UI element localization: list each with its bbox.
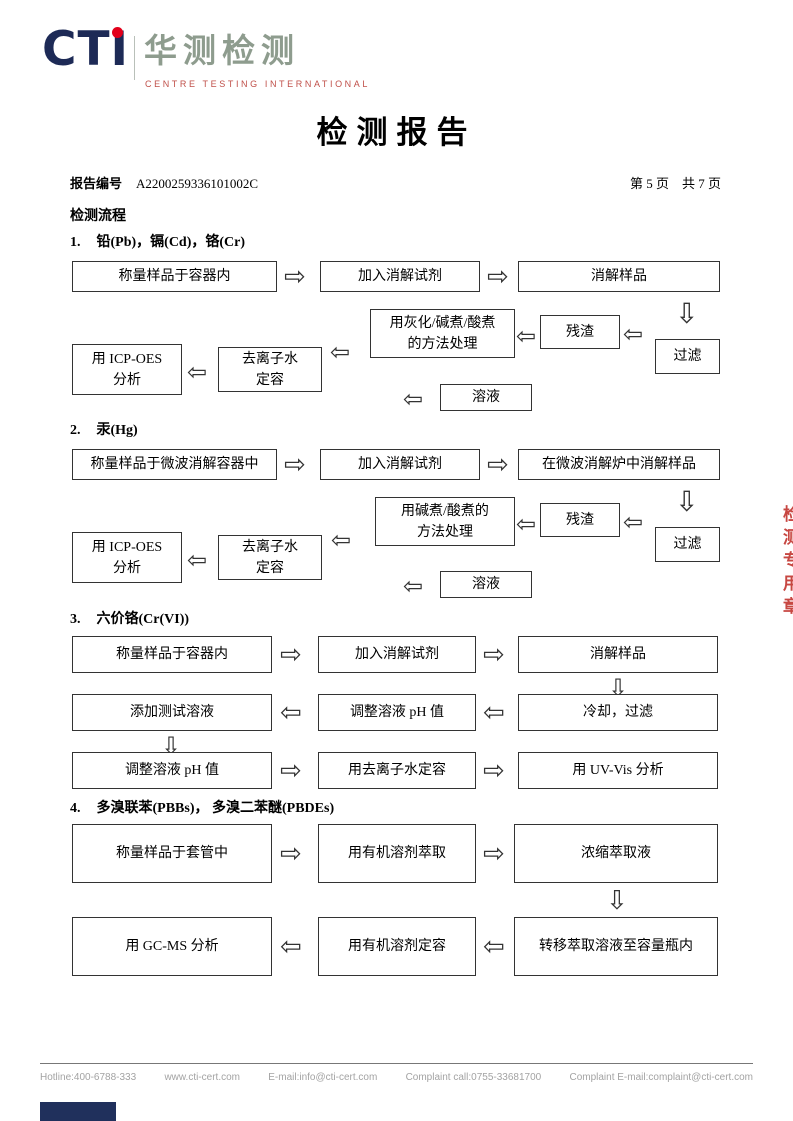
arrow-right-icon: ⇨ (483, 756, 505, 786)
fc1-residue-box: 残渣 (540, 315, 620, 349)
fc1-solution-box: 溶液 (440, 384, 532, 411)
arrow-left-icon: ⇦ (280, 932, 302, 962)
arrow-left-icon: ⇦ (330, 338, 351, 366)
fc4-heading: 4. 多溴联苯(PBBs)， 多溴二苯醚(PBDEs) (70, 797, 334, 817)
fc3-add-test-solution-box: 添加测试溶液 (72, 694, 272, 731)
fc1-digest-box: 消解样品 (518, 261, 720, 292)
footer-complaint-email: Complaint E-mail:complaint@cti-cert.com (569, 1072, 753, 1083)
arrow-right-icon: ⇨ (483, 640, 505, 670)
fc2-add-reagent-box: 加入消解试剂 (320, 449, 480, 480)
arrow-left-icon: ⇦ (187, 358, 208, 386)
footer-divider (40, 1063, 753, 1064)
arrow-left-icon: ⇦ (623, 508, 644, 536)
fc3-adjust-ph-box: 调整溶液 pH 值 (318, 694, 476, 731)
fc4-concentrate-box: 浓缩萃取液 (514, 824, 718, 883)
fc2-treat-box: 用碱煮/酸煮的 方法处理 (375, 497, 515, 546)
fc1-heading: 1. 铅(Pb)，镉(Cd)，铬(Cr) (70, 231, 245, 251)
fc2-heading: 2. 汞(Hg) (70, 419, 138, 439)
footer-website: www.cti-cert.com (164, 1072, 240, 1083)
fc2-analyze-box: 用 ICP-OES 分析 (72, 532, 182, 583)
footer: Hotline:400-6788-333 www.cti-cert.com E-… (40, 1072, 753, 1083)
arrow-left-icon: ⇦ (483, 698, 505, 728)
fc4-dilute-box: 用有机溶剂定容 (318, 917, 476, 976)
fc4-weigh-box: 称量样品于套管中 (72, 824, 272, 883)
arrow-right-icon: ⇨ (487, 450, 509, 480)
arrow-left-icon: ⇦ (623, 320, 644, 348)
arrow-down-icon: ⇩ (675, 485, 699, 518)
logo-divider (134, 36, 135, 80)
footer-hotline: Hotline:400-6788-333 (40, 1072, 137, 1083)
fc2-heading-number: 2. (70, 423, 81, 438)
fc2-weigh-box: 称量样品于微波消解容器中 (72, 449, 277, 480)
fc2-digest-box: 在微波消解炉中消解样品 (518, 449, 720, 480)
cti-logo-dot-icon (112, 27, 123, 38)
fc1-treat-box: 用灰化/碱煮/酸煮 的方法处理 (370, 309, 515, 358)
fc1-analyze-box: 用 ICP-OES 分析 (72, 344, 182, 395)
fc3-dilute-box: 用去离子水定容 (318, 752, 476, 789)
arrow-left-icon: ⇦ (403, 572, 424, 600)
arrow-left-icon: ⇦ (331, 526, 352, 554)
footer-complaint-call: Complaint call:0755-33681700 (405, 1072, 542, 1083)
cti-logo-chinese: 华测检测 (144, 32, 300, 69)
fc4-heading-number: 4. (70, 801, 81, 816)
fc1-filter-box: 过滤 (655, 339, 720, 374)
section-title: 检测流程 (70, 209, 126, 224)
report-number-value: A2200259336101002C (136, 176, 259, 191)
report-number-label: 报告编号 (70, 176, 123, 191)
arrow-right-icon: ⇨ (280, 640, 302, 670)
fc3-cool-filter-box: 冷却，过滤 (518, 694, 718, 731)
arrow-left-icon: ⇦ (516, 322, 537, 350)
fc3-heading: 3. 六价铬(Cr(VI)) (70, 608, 189, 628)
red-stamp: 检测专用章 (780, 505, 793, 620)
report-number-row: 报告编号 A2200259336101002C (70, 173, 258, 192)
fc1-add-reagent-box: 加入消解试剂 (320, 261, 480, 292)
fc2-filter-box: 过滤 (655, 527, 720, 562)
arrow-right-icon: ⇨ (483, 839, 505, 869)
cti-logo-subtitle: CENTRE TESTING INTERNATIONAL (145, 79, 370, 89)
fc3-heading-text: 六价铬(Cr(VI)) (96, 612, 190, 627)
arrow-left-icon: ⇦ (187, 546, 208, 574)
arrow-right-icon: ⇨ (280, 839, 302, 869)
footer-logo-block (40, 1102, 116, 1121)
footer-email: E-mail:info@cti-cert.com (268, 1072, 378, 1083)
fc2-dilute-box: 去离子水 定容 (218, 535, 322, 580)
fc1-heading-text: 铅(Pb)，镉(Cd)，铬(Cr) (96, 235, 246, 250)
arrow-right-icon: ⇨ (280, 756, 302, 786)
arrow-left-icon: ⇦ (483, 932, 505, 962)
fc1-dilute-box: 去离子水 定容 (218, 347, 322, 392)
fc3-heading-number: 3. (70, 612, 81, 627)
fc4-transfer-box: 转移萃取溶液至容量瓶内 (514, 917, 718, 976)
fc4-analyze-box: 用 GC-MS 分析 (72, 917, 272, 976)
fc3-digest-box: 消解样品 (518, 636, 718, 673)
arrow-left-icon: ⇦ (403, 385, 424, 413)
arrow-right-icon: ⇨ (284, 262, 306, 292)
fc4-heading-text: 多溴联苯(PBBs)， 多溴二苯醚(PBDEs) (96, 801, 335, 816)
arrow-left-icon: ⇦ (280, 698, 302, 728)
page-title: 检测报告 (316, 115, 477, 150)
fc4-extract-box: 用有机溶剂萃取 (318, 824, 476, 883)
arrow-down-icon: ⇩ (675, 297, 699, 330)
page-indicator: 第 5 页 共 7 页 (629, 176, 721, 191)
fc1-heading-number: 1. (70, 235, 81, 250)
arrow-right-icon: ⇨ (284, 450, 306, 480)
arrow-down-icon: ⇩ (606, 886, 628, 916)
fc1-weigh-box: 称量样品于容器内 (72, 261, 277, 292)
fc2-heading-text: 汞(Hg) (96, 423, 138, 438)
fc3-analyze-box: 用 UV-Vis 分析 (518, 752, 718, 789)
fc2-solution-box: 溶液 (440, 571, 532, 598)
fc3-add-reagent-box: 加入消解试剂 (318, 636, 476, 673)
arrow-right-icon: ⇨ (487, 262, 509, 292)
arrow-left-icon: ⇦ (516, 510, 537, 538)
fc2-residue-box: 残渣 (540, 503, 620, 537)
fc3-weigh-box: 称量样品于容器内 (72, 636, 272, 673)
fc3-adjust-ph2-box: 调整溶液 pH 值 (72, 752, 272, 789)
